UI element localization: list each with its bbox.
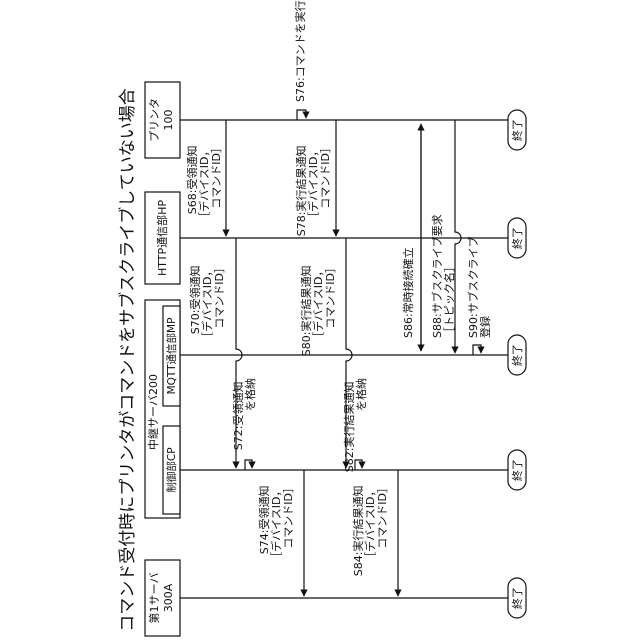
label-s76: S76:コマンドを実行 <box>293 0 307 102</box>
label-s70-line1: S70:受領通知 <box>188 266 202 335</box>
label-s70-line2: ［デバイスID， <box>200 266 214 343</box>
server1-label: 第1サーバ <box>147 573 161 624</box>
label-s82-line1: S82:実行結果通知 <box>342 382 356 473</box>
label-s88-line1: S88:サブスクライブ要求 <box>430 214 444 338</box>
end-label-http: 終了 <box>510 227 524 249</box>
http-label: HTTP通信部HP <box>155 200 169 276</box>
self-arrow-s72 <box>245 460 252 470</box>
label-s74-line2: ［デバイスID， <box>269 486 283 563</box>
label-s78-line1: S78:実行結果通知 <box>294 146 308 237</box>
label-s70: S70:受領通知 ［デバイスID， コマンドID］ <box>188 262 226 343</box>
label-s84-line3: コマンドID］ <box>376 482 389 549</box>
end-label-mqtt: 終了 <box>510 344 524 366</box>
label-s88-line2: ［トピック名］ <box>442 261 456 338</box>
label-s74: S74:受領通知 ［デバイスID， コマンドID］ <box>257 482 295 563</box>
label-s80: S80:実行結果通知 ［デバイスID， コマンドID］ <box>299 262 337 356</box>
control-label: 制御部CP <box>165 447 178 492</box>
self-arrow-s82 <box>355 460 362 470</box>
label-s84-line2: ［デバイスID， <box>363 486 377 563</box>
label-s72-line2: を格納 <box>243 378 257 411</box>
label-s86-line1: S86:常時接続確立 <box>401 247 415 338</box>
label-s78: S78:実行結果通知 ［デバイスID， コマンドID］ <box>294 142 332 236</box>
end-label-server1: 終了 <box>510 587 524 609</box>
end-label-control: 終了 <box>510 459 524 481</box>
label-s82-line2: を格納 <box>354 378 368 411</box>
label-s86: S86:常時接続確立 <box>401 247 415 338</box>
label-s72: S72:受領通知 を格納 <box>231 378 257 450</box>
self-arrow-s76 <box>297 110 306 120</box>
label-s90-line1: S90:サブスクライブ <box>466 236 480 338</box>
self-arrow-s90 <box>473 345 481 355</box>
mqtt-label: MQTT通信部MP <box>165 318 178 395</box>
label-s80-line2: ［デバイスID， <box>311 266 325 343</box>
label-s74-line1: S74:受領通知 <box>257 486 271 555</box>
label-s90: S90:サブスクライブ 登録 <box>466 233 492 338</box>
label-s88: S88:サブスクライブ要求 ［トピック名］ <box>430 211 456 338</box>
label-s68-line3: コマンドID］ <box>210 142 223 209</box>
label-s68: S68:受領通知 ［デバイスID， コマンドID］ <box>185 142 223 223</box>
label-s80-line1: S80:実行結果通知 <box>299 266 313 357</box>
label-s84-line1: S84:実行結果通知 <box>351 486 365 577</box>
label-s72-line1: S72:受領通知 <box>231 382 245 451</box>
label-s90-line2: 登録 <box>478 316 492 338</box>
diagram-title: コマンド受付時にプリンタがコマンドをサブスクライブしていない場合 <box>117 88 138 632</box>
label-s78-line3: コマンドID］ <box>319 142 332 209</box>
label-s74-line3: コマンドID］ <box>282 482 295 549</box>
relay-server-label: 中継サーバ200 <box>146 374 160 450</box>
label-s68-line1: S68:受領通知 <box>185 146 199 215</box>
label-s76-line1: S76:コマンドを実行 <box>293 0 307 102</box>
end-label-printer: 終了 <box>510 119 524 141</box>
label-s70-line3: コマンドID］ <box>213 262 226 329</box>
label-s84: S84:実行結果通知 ［デバイスID， コマンドID］ <box>351 482 389 576</box>
label-s78-line2: ［デバイスID， <box>306 146 320 223</box>
server1-number: 300A <box>162 583 175 612</box>
label-s82: S82:実行結果通知 を格納 <box>342 378 368 472</box>
printer-label: プリンタ <box>148 98 161 142</box>
printer-number: 100 <box>162 110 175 131</box>
label-s80-line3: コマンドID］ <box>324 262 337 329</box>
label-s68-line2: ［デバイスID， <box>197 146 211 223</box>
